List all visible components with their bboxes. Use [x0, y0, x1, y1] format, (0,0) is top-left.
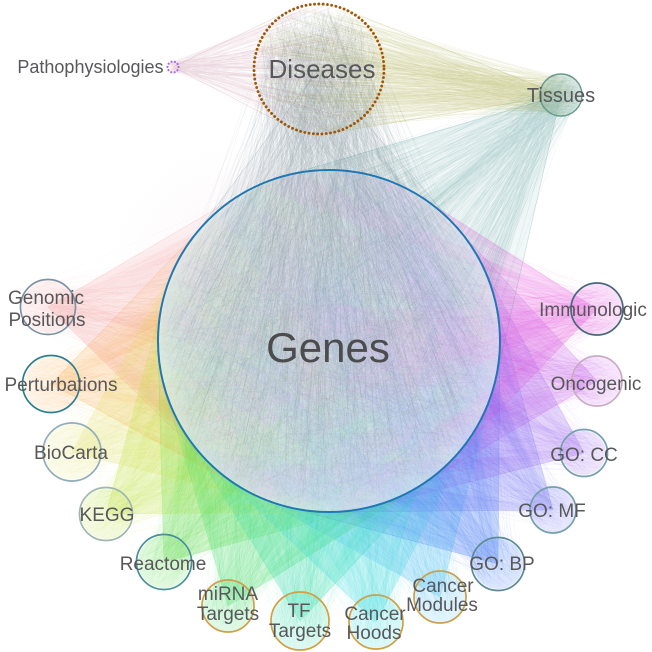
svg-text:Cancer: Cancer — [412, 576, 474, 597]
svg-text:Cancer: Cancer — [344, 604, 406, 625]
svg-text:miRNA: miRNA — [198, 584, 258, 605]
svg-text:GO: CC: GO: CC — [550, 445, 618, 466]
svg-text:Genes: Genes — [266, 324, 390, 371]
svg-text:Tissues: Tissues — [527, 85, 595, 107]
svg-text:Targets: Targets — [269, 621, 331, 642]
svg-text:Modules: Modules — [406, 595, 478, 616]
svg-text:Immunologic: Immunologic — [539, 300, 647, 321]
svg-text:Oncogenic: Oncogenic — [551, 374, 642, 395]
svg-text:Reactome: Reactome — [120, 554, 207, 575]
svg-text:KEGG: KEGG — [80, 505, 135, 526]
svg-text:Genomic: Genomic — [8, 288, 84, 309]
svg-text:Targets: Targets — [197, 604, 259, 625]
svg-text:Diseases: Diseases — [269, 54, 376, 84]
svg-text:TF: TF — [287, 601, 310, 622]
svg-text:BioCarta: BioCarta — [34, 443, 108, 464]
svg-text:Hoods: Hoods — [347, 623, 402, 644]
svg-text:GO: MF: GO: MF — [518, 501, 586, 522]
svg-text:GO: BP: GO: BP — [469, 554, 534, 575]
svg-text:Pathophysiologies: Pathophysiologies — [17, 57, 163, 77]
svg-text:Positions: Positions — [8, 310, 85, 331]
svg-text:Perturbations: Perturbations — [4, 375, 117, 396]
